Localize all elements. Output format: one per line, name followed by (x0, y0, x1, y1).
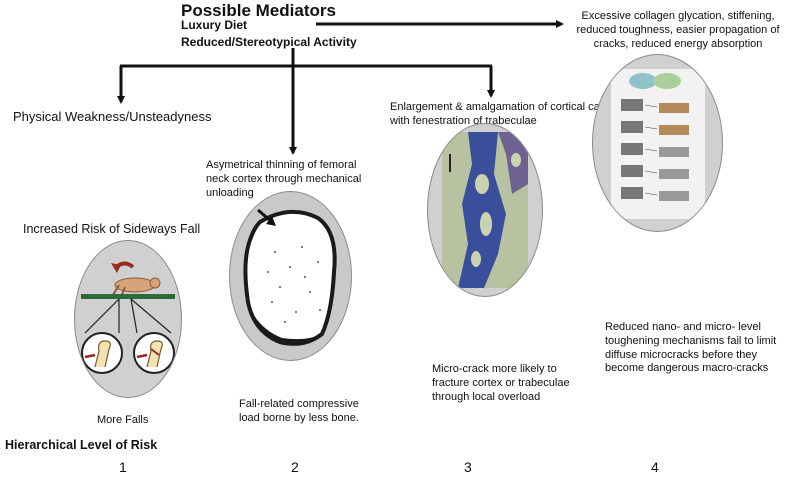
mediators-luxury-diet: Luxury Diet (181, 18, 248, 32)
collagen-hierarchy-oval (592, 54, 723, 232)
sideways-fall-text: Increased Risk of Sideways Fall (23, 222, 201, 236)
collagen-text: Excessive collagen glycation, stiffening… (576, 10, 780, 50)
enlargement-text: Enlargement & amalgamation of cortical c… (390, 101, 620, 127)
fall-illustration (81, 261, 175, 374)
micro-crack-text: Micro-crack more likely to fracture cort… (432, 363, 570, 403)
femoral-neck-oval (229, 191, 352, 361)
weakness-text: Physical Weakness/Unsteadyness (13, 109, 212, 124)
more-falls-text: More Falls (97, 414, 149, 426)
risk-level-2: 2 (291, 459, 299, 475)
mediators-title: Possible Mediators (181, 1, 336, 20)
mediators-reduced-activity: Reduced/Stereotypical Activity (181, 35, 357, 49)
risk-level-4: 4 (651, 459, 659, 475)
risk-level-3: 3 (464, 459, 472, 475)
fall-related-text: Fall-related compressive load borne by l… (239, 398, 359, 424)
collagen-hierarchy-figure (611, 69, 705, 219)
thinning-text: Asymetrical thinning of femoral neck cor… (206, 159, 362, 199)
fall-illustration-oval (74, 240, 182, 398)
cortical-canals-micrograph (442, 132, 528, 288)
cortical-canals-oval (427, 123, 543, 297)
risk-level-title: Hierarchical Level of Risk (5, 438, 158, 452)
femoral-neck-illustration (243, 208, 337, 346)
reduced-nano-text: Reduced nano- and micro- level toughenin… (605, 321, 777, 375)
risk-level-1: 1 (119, 459, 127, 475)
